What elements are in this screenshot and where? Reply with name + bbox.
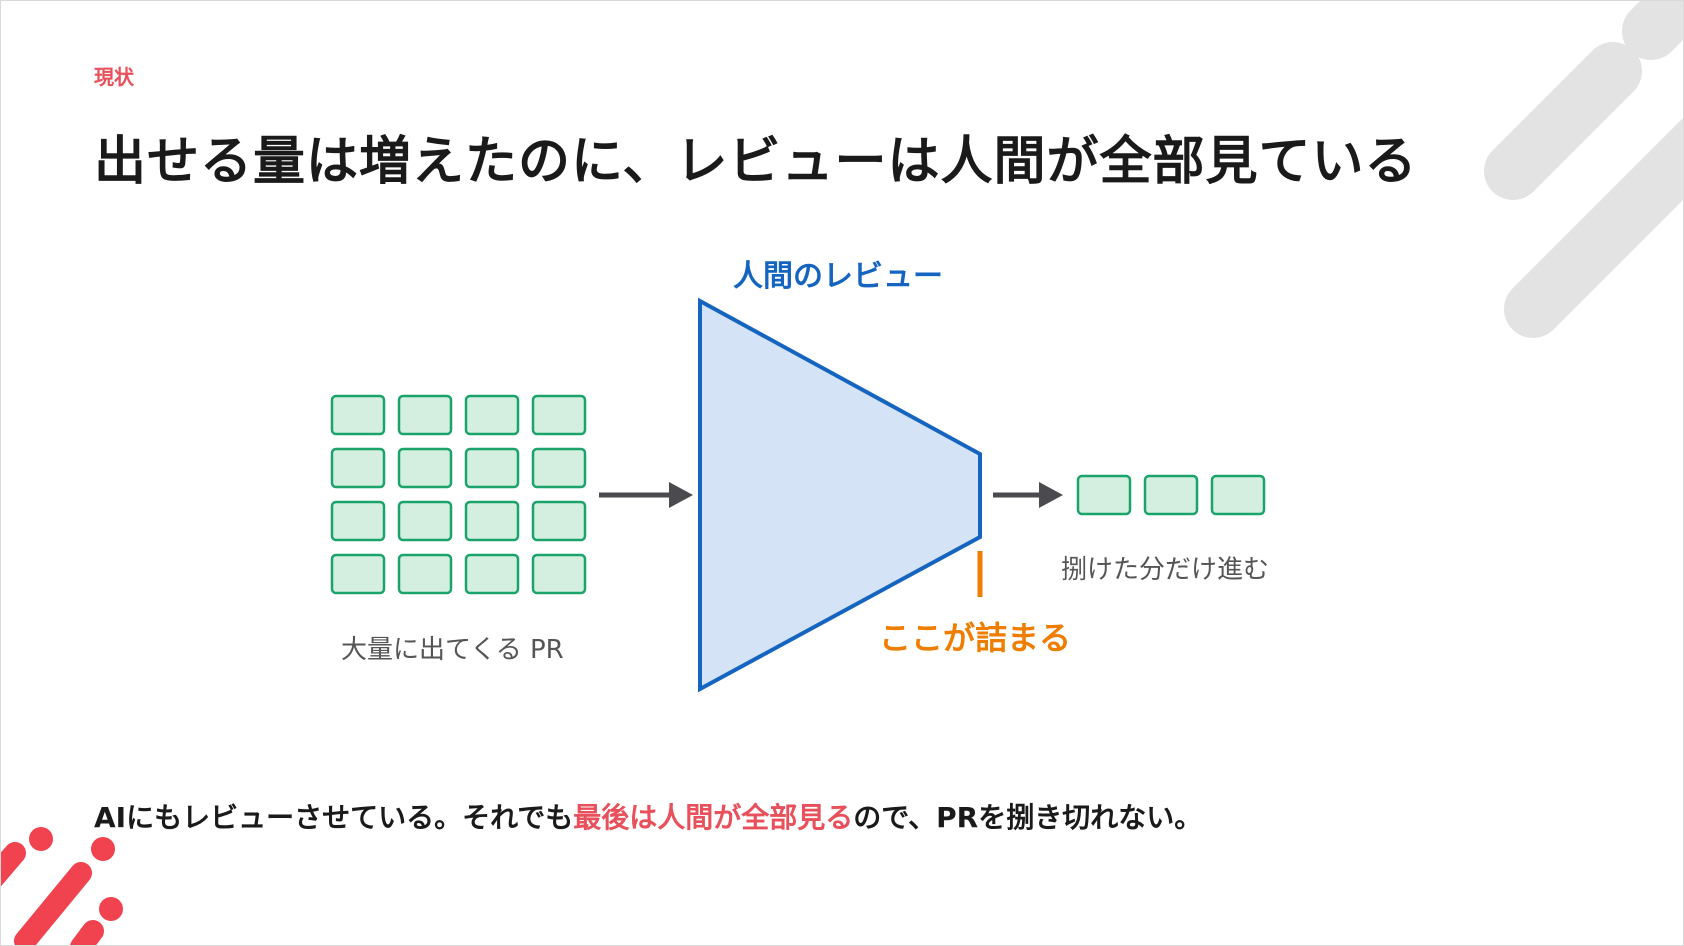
- input-caption: 大量に出てくる PR: [341, 635, 564, 665]
- page-title: 出せる量は増えたのに、レビューは人間が全部見ている: [94, 132, 1418, 192]
- section-label: 現状: [94, 65, 134, 89]
- decor-marks-bottom-left: [1, 827, 123, 945]
- decor-dash: [70, 920, 104, 945]
- pr-box: [330, 394, 386, 436]
- bottom-message: AIにもレビューさせている。それでも最後は人間が全部見るので、PRを捌き切れない…: [94, 796, 1202, 836]
- pr-box: [1076, 474, 1132, 516]
- pr-box: [397, 447, 453, 489]
- funnel-label: 人間のレビュー: [733, 259, 943, 294]
- pr-box: [397, 500, 453, 542]
- arrow-out-of-funnel: [993, 482, 1063, 508]
- decor-dash: [14, 862, 92, 945]
- output-pr-row: [1076, 474, 1266, 516]
- arrow-into-funnel: [599, 482, 693, 508]
- pr-box: [531, 394, 587, 436]
- decor-stripe: [1504, 118, 1683, 338]
- decor-stripe: [1622, 1, 1683, 60]
- pr-box: [531, 500, 587, 542]
- pr-box: [464, 553, 520, 595]
- pr-box: [397, 394, 453, 436]
- pr-box: [397, 553, 453, 595]
- decor-dot: [99, 897, 123, 921]
- bottleneck-label: ここが詰まる: [879, 619, 1072, 657]
- bottom-message-highlight: 最後は人間が全部見る: [573, 801, 854, 834]
- decor-dot: [29, 827, 53, 851]
- decor-dash: [1, 842, 26, 887]
- pr-box: [464, 447, 520, 489]
- pr-box: [464, 500, 520, 542]
- input-pr-grid: [330, 394, 587, 595]
- decor-dot: [91, 837, 115, 861]
- pr-box: [464, 394, 520, 436]
- pr-box: [1143, 474, 1199, 516]
- pr-box: [531, 447, 587, 489]
- pr-box: [330, 447, 386, 489]
- pr-box: [330, 553, 386, 595]
- bottom-message-before: AIにもレビューさせている。それでも: [94, 801, 574, 834]
- pr-box: [330, 500, 386, 542]
- pr-box: [531, 553, 587, 595]
- decor-stripes-top-right: [1484, 1, 1683, 338]
- review-funnel: [698, 297, 982, 693]
- decor-stripe: [1484, 42, 1642, 200]
- bottom-message-after: ので、PRを捌き切れない。: [853, 801, 1203, 834]
- pr-box: [1210, 474, 1266, 516]
- output-caption: 捌けた分だけ進む: [1061, 555, 1270, 585]
